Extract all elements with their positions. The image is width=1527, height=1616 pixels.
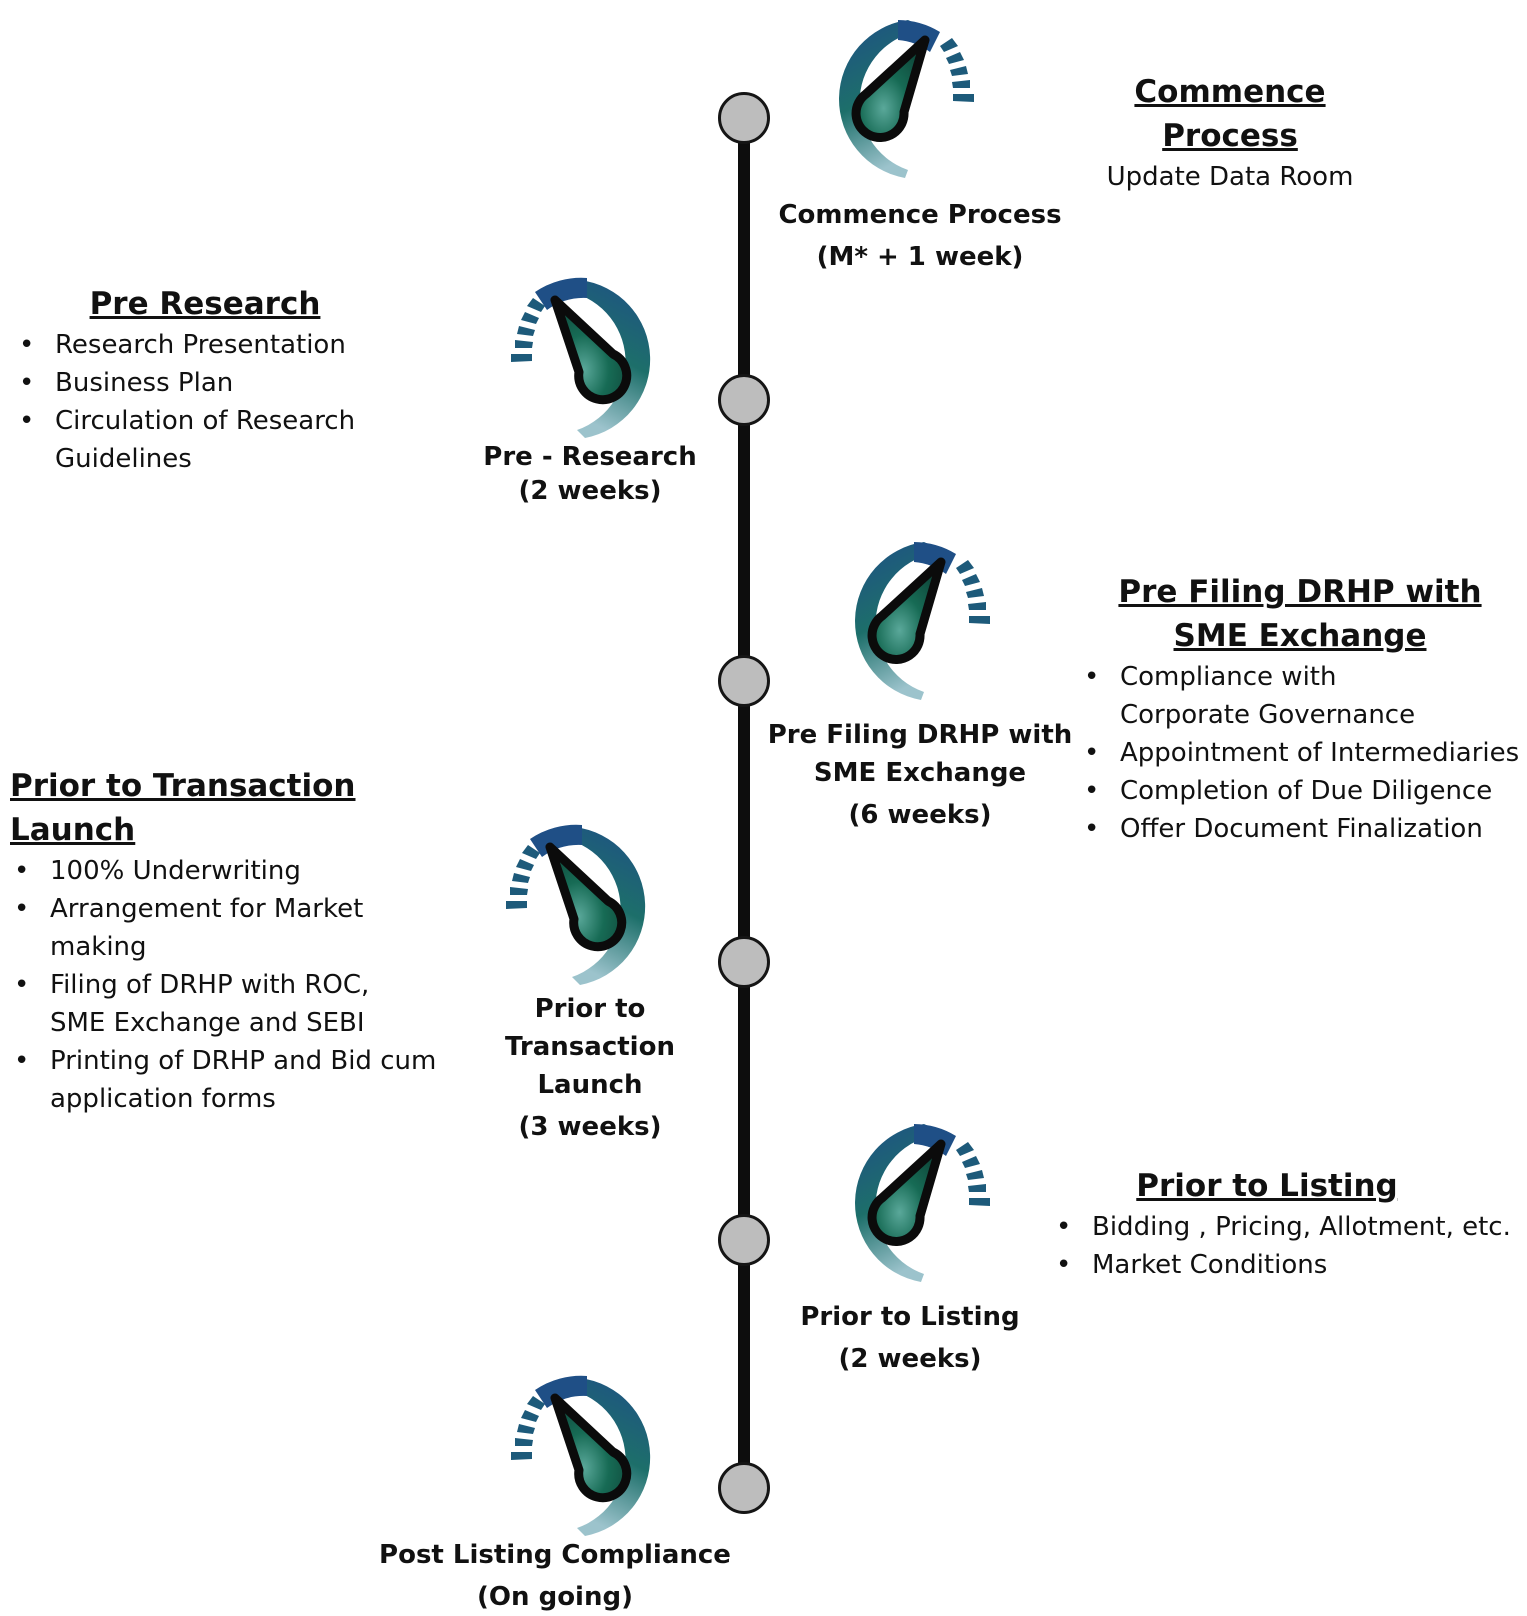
detail-prior-listing: Prior to Listing Bidding , Pricing, Allo…	[1052, 1164, 1522, 1284]
list-item: Market Conditions	[1052, 1246, 1522, 1284]
stage-title: SME Exchange	[813, 758, 1027, 788]
timeline-node	[718, 1214, 770, 1266]
stage-duration: (2 weeks)	[838, 1344, 982, 1374]
detail-list: 100% Underwriting Arrangement for Market…	[10, 852, 440, 1118]
stage-title: Pre Filing DRHP with	[767, 720, 1073, 750]
stage-label-post-listing: Post Listing Compliance (On going)	[355, 1536, 755, 1616]
detail-pre-filing: Pre Filing DRHP with SME Exchange Compli…	[1080, 570, 1520, 848]
stage-label-commence: Commence Process (M* + 1 week)	[760, 196, 1080, 276]
stage-title: Commence Process	[778, 200, 1062, 230]
stage-duration: (6 weeks)	[848, 800, 992, 830]
detail-heading: Pre Filing DRHP with SME Exchange	[1080, 570, 1520, 658]
speedometer-icon	[485, 1366, 695, 1546]
speedometer-icon	[806, 530, 1016, 710]
stage-duration: (M* + 1 week)	[816, 242, 1024, 272]
list-item: Business Plan	[15, 364, 360, 402]
list-item: Printing of DRHP and Bid cum application…	[10, 1042, 450, 1118]
detail-heading-line: Pre Filing DRHP with	[1118, 574, 1482, 610]
speedometer-icon	[485, 268, 695, 448]
list-item: Research Presentation	[15, 326, 360, 364]
stage-duration: (On going)	[477, 1582, 633, 1612]
stage-title: Transaction	[505, 1032, 675, 1062]
timeline-node	[718, 92, 770, 144]
stage-duration: (2 weeks)	[518, 476, 662, 506]
stage-label-pre-research: Pre - Research (2 weeks)	[440, 440, 740, 508]
list-item: Compliance with Corporate Governance	[1080, 658, 1450, 734]
detail-heading-line: SME Exchange	[1173, 618, 1427, 654]
detail-commence: Commence Process Update Data Room	[1070, 70, 1390, 196]
speedometer-icon	[806, 1112, 1016, 1292]
list-item: Completion of Due Diligence	[1080, 772, 1520, 810]
detail-heading: Pre Research	[89, 286, 321, 322]
detail-pre-research: Pre Research Research Presentation Busin…	[15, 282, 415, 478]
list-item: 100% Underwriting	[10, 852, 440, 890]
timeline-node	[718, 374, 770, 426]
list-item: Appointment of Intermediaries	[1080, 734, 1520, 772]
detail-list: Research Presentation Business Plan Circ…	[15, 326, 360, 478]
stage-title: Pre - Research	[483, 442, 697, 472]
detail-heading: Prior to Listing	[1136, 1168, 1398, 1204]
detail-list: Compliance with Corporate Governance App…	[1080, 658, 1520, 848]
list-item: Offer Document Finalization	[1080, 810, 1520, 848]
speedometer-icon	[790, 8, 1000, 188]
detail-prior-launch: Prior to Transaction Launch 100% Underwr…	[10, 764, 450, 1118]
stage-label-prior-listing: Prior to Listing (2 weeks)	[750, 1298, 1070, 1378]
stage-title: Prior to Listing	[800, 1302, 1020, 1332]
stage-title: Prior to	[534, 994, 646, 1024]
stage-label-prior-launch: Prior to Transaction Launch (3 weeks)	[450, 990, 730, 1146]
timeline-node	[718, 1462, 770, 1514]
detail-list: Bidding , Pricing, Allotment, etc. Marke…	[1052, 1208, 1522, 1284]
stage-duration: (3 weeks)	[518, 1112, 662, 1142]
speedometer-icon	[480, 815, 690, 995]
timeline-axis	[738, 118, 750, 1486]
detail-heading: Commence Process	[1134, 74, 1326, 154]
list-item: Arrangement for Market making	[10, 890, 380, 966]
stage-title: Post Listing Compliance	[379, 1540, 731, 1570]
timeline-node	[718, 936, 770, 988]
detail-text: Update Data Room	[1106, 162, 1354, 192]
timeline-node	[718, 655, 770, 707]
list-item: Bidding , Pricing, Allotment, etc.	[1052, 1208, 1522, 1246]
stage-label-pre-filing: Pre Filing DRHP with SME Exchange (6 wee…	[755, 716, 1085, 834]
stage-title: Launch	[537, 1070, 643, 1100]
list-item: Circulation of Research Guidelines	[15, 402, 360, 478]
list-item: Filing of DRHP with ROC, SME Exchange an…	[10, 966, 390, 1042]
detail-heading: Prior to Transaction Launch	[10, 768, 356, 848]
